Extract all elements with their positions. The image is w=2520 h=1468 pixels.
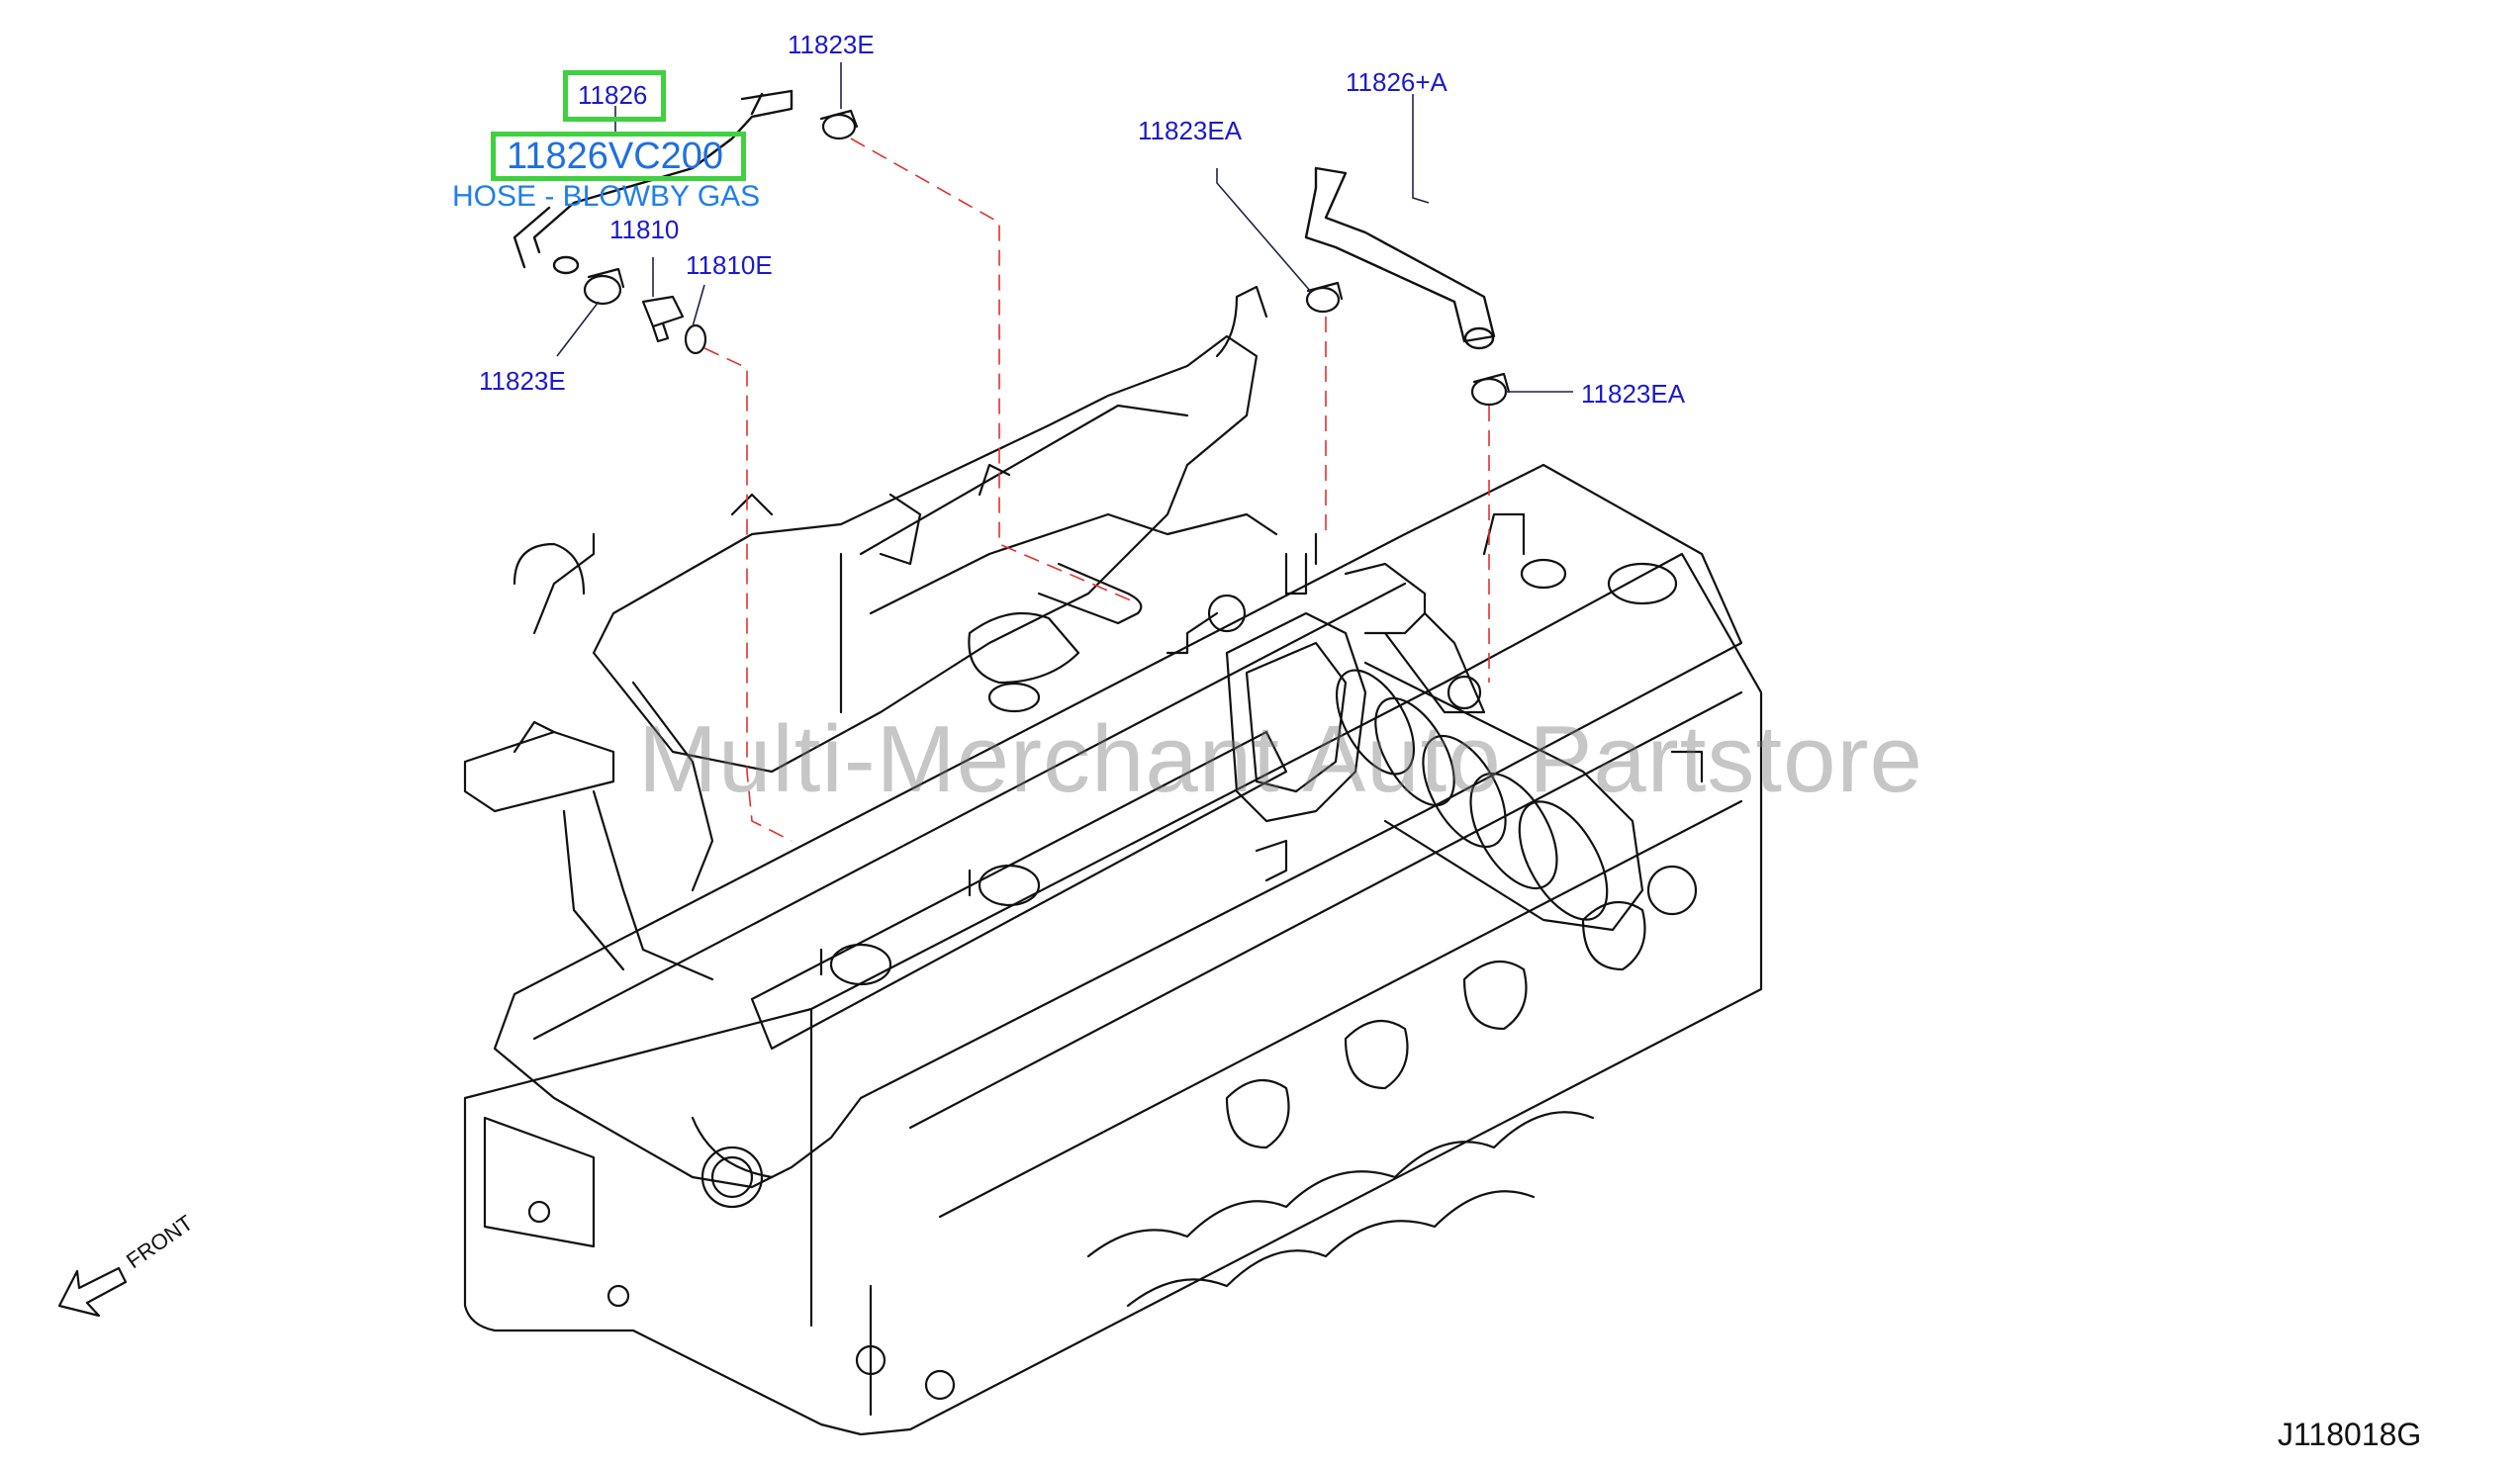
part-label-11823ea-right[interactable]: 11823EA bbox=[1581, 379, 1686, 409]
part-label-11823e-lower[interactable]: 11823E bbox=[479, 366, 566, 396]
part-label-11826[interactable]: 11826 bbox=[578, 80, 648, 110]
blowby-hose-right bbox=[1304, 166, 1496, 350]
part-label-hose-part-number[interactable]: 11826VC200 bbox=[507, 136, 724, 177]
part-description-hose: HOSE - BLOWBY GAS bbox=[452, 180, 761, 213]
part-label-11810[interactable]: 11810 bbox=[609, 215, 680, 244]
throttle-body bbox=[1225, 512, 1704, 932]
blowby-hose-upper bbox=[513, 89, 793, 275]
cylinder-head-block bbox=[463, 552, 1763, 1436]
part-label-11823e-top[interactable]: 11823E bbox=[788, 30, 875, 59]
red-dashed-guides bbox=[703, 138, 1490, 842]
part-label-11810e[interactable]: 11810E bbox=[686, 250, 773, 280]
intake-manifold bbox=[463, 285, 1278, 981]
pcv-valve bbox=[641, 295, 707, 355]
valve-cover bbox=[493, 463, 1743, 1209]
part-label-11823ea-left[interactable]: 11823EA bbox=[1138, 116, 1243, 145]
exhaust-ports bbox=[1225, 900, 1646, 1149]
part-label-11826a[interactable]: 11826+A bbox=[1346, 67, 1447, 97]
diagram-code: J118018G bbox=[2278, 1417, 2422, 1452]
hose-clamps bbox=[583, 109, 1511, 407]
highlight-box-11826 bbox=[563, 70, 666, 122]
watermark: Multi-Merchant Auto Partstore bbox=[638, 706, 1923, 812]
front-arrow bbox=[57, 1266, 128, 1318]
leader-lines bbox=[556, 62, 1573, 393]
highlight-box-hose-part-number bbox=[491, 132, 746, 181]
